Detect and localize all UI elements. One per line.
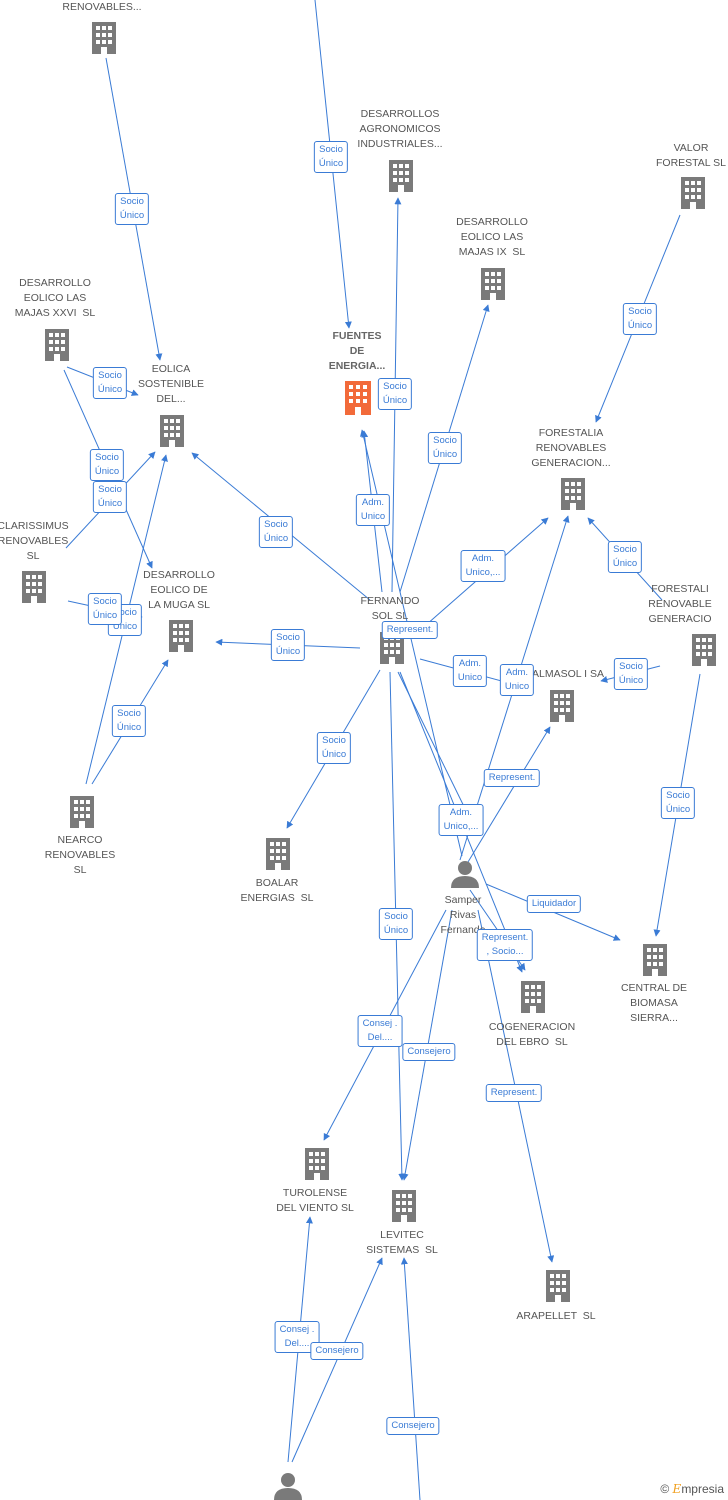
building-icon[interactable] xyxy=(392,1190,416,1222)
node-label-nearco[interactable]: NEARCO RENOVABLES SL xyxy=(44,834,116,876)
node-label-boalar[interactable]: BOALAR ENERGIAS SL xyxy=(240,877,314,904)
edge-label[interactable]: Socio Único xyxy=(607,541,643,573)
building-icon[interactable] xyxy=(45,329,69,361)
node-label-arapellet[interactable]: ARAPELLET SL xyxy=(516,1310,596,1322)
edge-label[interactable]: Socio Único xyxy=(622,303,658,335)
node-label-forestalia-right[interactable]: FORESTALI RENOVABLE GENERACIO xyxy=(648,583,712,625)
edge-label[interactable]: Socio Único xyxy=(313,141,349,173)
empresia-logo: © Empresia xyxy=(660,1482,724,1496)
edge-label[interactable]: Socio Único xyxy=(613,658,649,690)
building-icon[interactable] xyxy=(550,690,574,722)
edges xyxy=(63,0,701,1500)
edge-label[interactable]: Socio Único xyxy=(87,593,123,625)
edge-label[interactable]: Socio Único xyxy=(92,367,128,399)
edge-label[interactable]: Liquidador xyxy=(526,895,582,913)
node-label-forestalia-generacion[interactable]: FORESTALIA RENOVABLES GENERACION... xyxy=(531,427,611,469)
building-icon[interactable] xyxy=(546,1270,570,1302)
building-icon[interactable] xyxy=(561,478,585,510)
node-label-fernando-sol[interactable]: FERNANDO SOL SL xyxy=(360,595,420,622)
edge-label[interactable]: Socio Único xyxy=(111,705,147,737)
edge-label[interactable]: Consejero xyxy=(386,1417,440,1435)
building-icon[interactable] xyxy=(643,944,667,976)
node-label-fuentes-energia[interactable]: FUENTES DE ENERGIA... xyxy=(328,330,386,372)
building-icon[interactable] xyxy=(22,571,46,603)
node-label-renovables-top[interactable]: RENOVABLES... xyxy=(62,1,142,13)
building-icon[interactable] xyxy=(266,838,290,870)
building-icon[interactable] xyxy=(160,415,184,447)
building-icon[interactable] xyxy=(305,1148,329,1180)
building-icon[interactable] xyxy=(681,177,705,209)
person-icon[interactable] xyxy=(451,861,479,888)
node-label-levitec[interactable]: LEVITEC SISTEMAS SL xyxy=(366,1229,438,1256)
edge-label[interactable]: Represent. , Socio... xyxy=(476,929,534,961)
edge-label[interactable]: Represent. xyxy=(381,621,439,639)
edge-label[interactable]: Represent. xyxy=(485,1084,543,1102)
node-label-desarrollo-eolico-ix[interactable]: DESARROLLO EOLICO LAS MAJAS IX SL xyxy=(456,216,528,258)
node-label-almasol[interactable]: ALMASOL I SA xyxy=(532,668,604,680)
edge-label[interactable]: Represent. xyxy=(483,769,541,787)
edge xyxy=(400,1257,421,1500)
edge-label[interactable]: Socio Único xyxy=(270,629,306,661)
node-label-desarrollos-agronomicos[interactable]: DESARROLLOS AGRONOMICOS INDUSTRIALES... xyxy=(357,108,443,150)
person-icon[interactable] xyxy=(274,1473,302,1500)
edge-label[interactable]: Socio Único xyxy=(378,908,414,940)
edge-label[interactable]: Socio Único xyxy=(660,787,696,819)
building-icon[interactable] xyxy=(521,981,545,1013)
edge-label[interactable]: Socio Único xyxy=(258,516,294,548)
node-label-eolica-sostenible[interactable]: EOLICA SOSTENIBLE DEL... xyxy=(138,363,204,405)
building-icon[interactable] xyxy=(692,634,716,666)
node-icons xyxy=(22,22,716,1500)
node-label-turolense[interactable]: TUROLENSE DEL VIENTO SL xyxy=(276,1187,354,1214)
edge-label[interactable]: Adm. Unico,... xyxy=(438,804,484,836)
building-icon[interactable] xyxy=(389,160,413,192)
brand-name: mpresia xyxy=(681,1482,724,1496)
edge-label[interactable]: Consejero xyxy=(310,1342,364,1360)
edge-label[interactable]: Socio Único xyxy=(89,449,125,481)
edge xyxy=(467,726,551,863)
edge-label[interactable]: Socio Único xyxy=(114,193,150,225)
edge-label[interactable]: Socio Único xyxy=(316,732,352,764)
node-label-clarissimus[interactable]: CLARISSIMUS RENOVABLES SL xyxy=(0,520,69,562)
edge-label[interactable]: Socio Único xyxy=(92,481,128,513)
edge-label[interactable]: Adm. Unico xyxy=(452,655,488,687)
node-label-valor-forestal[interactable]: VALOR FORESTAL SL xyxy=(655,142,727,169)
brand-initial: E xyxy=(672,1482,682,1496)
building-icon[interactable] xyxy=(345,381,371,415)
edge-label[interactable]: Adm. Unico,... xyxy=(460,550,506,582)
building-icon[interactable] xyxy=(70,796,94,828)
node-label-central-biomasa[interactable]: CENTRAL DE BIOMASA SIERRA... xyxy=(620,982,688,1024)
copyright-symbol: © xyxy=(660,1482,670,1496)
node-label-cogeneracion-ebro[interactable]: COGENERACION DEL EBRO SL xyxy=(488,1021,576,1048)
node-label-desarrollo-eolico-xxvi[interactable]: DESARROLLO EOLICO LAS MAJAS XXVI SL xyxy=(14,277,96,319)
edge-label[interactable]: Consejero xyxy=(402,1043,456,1061)
node-label-desarrollo-la-muga[interactable]: DESARROLLO EOLICO DE LA MUGA SL xyxy=(143,569,215,611)
building-icon[interactable] xyxy=(481,268,505,300)
building-icon[interactable] xyxy=(92,22,116,54)
edge-label[interactable]: Socio Único xyxy=(377,378,413,410)
node-label-samper[interactable]: Samper Rivas Fernando xyxy=(440,894,486,936)
edge-label[interactable]: Adm. Unico xyxy=(355,494,391,526)
edge xyxy=(291,1257,383,1463)
building-icon[interactable] xyxy=(169,620,193,652)
edge-label[interactable]: Consej . Del.... xyxy=(357,1015,403,1047)
edge-label[interactable]: Socio Único xyxy=(427,432,463,464)
edge-label[interactable]: Adm. Unico xyxy=(499,664,535,696)
